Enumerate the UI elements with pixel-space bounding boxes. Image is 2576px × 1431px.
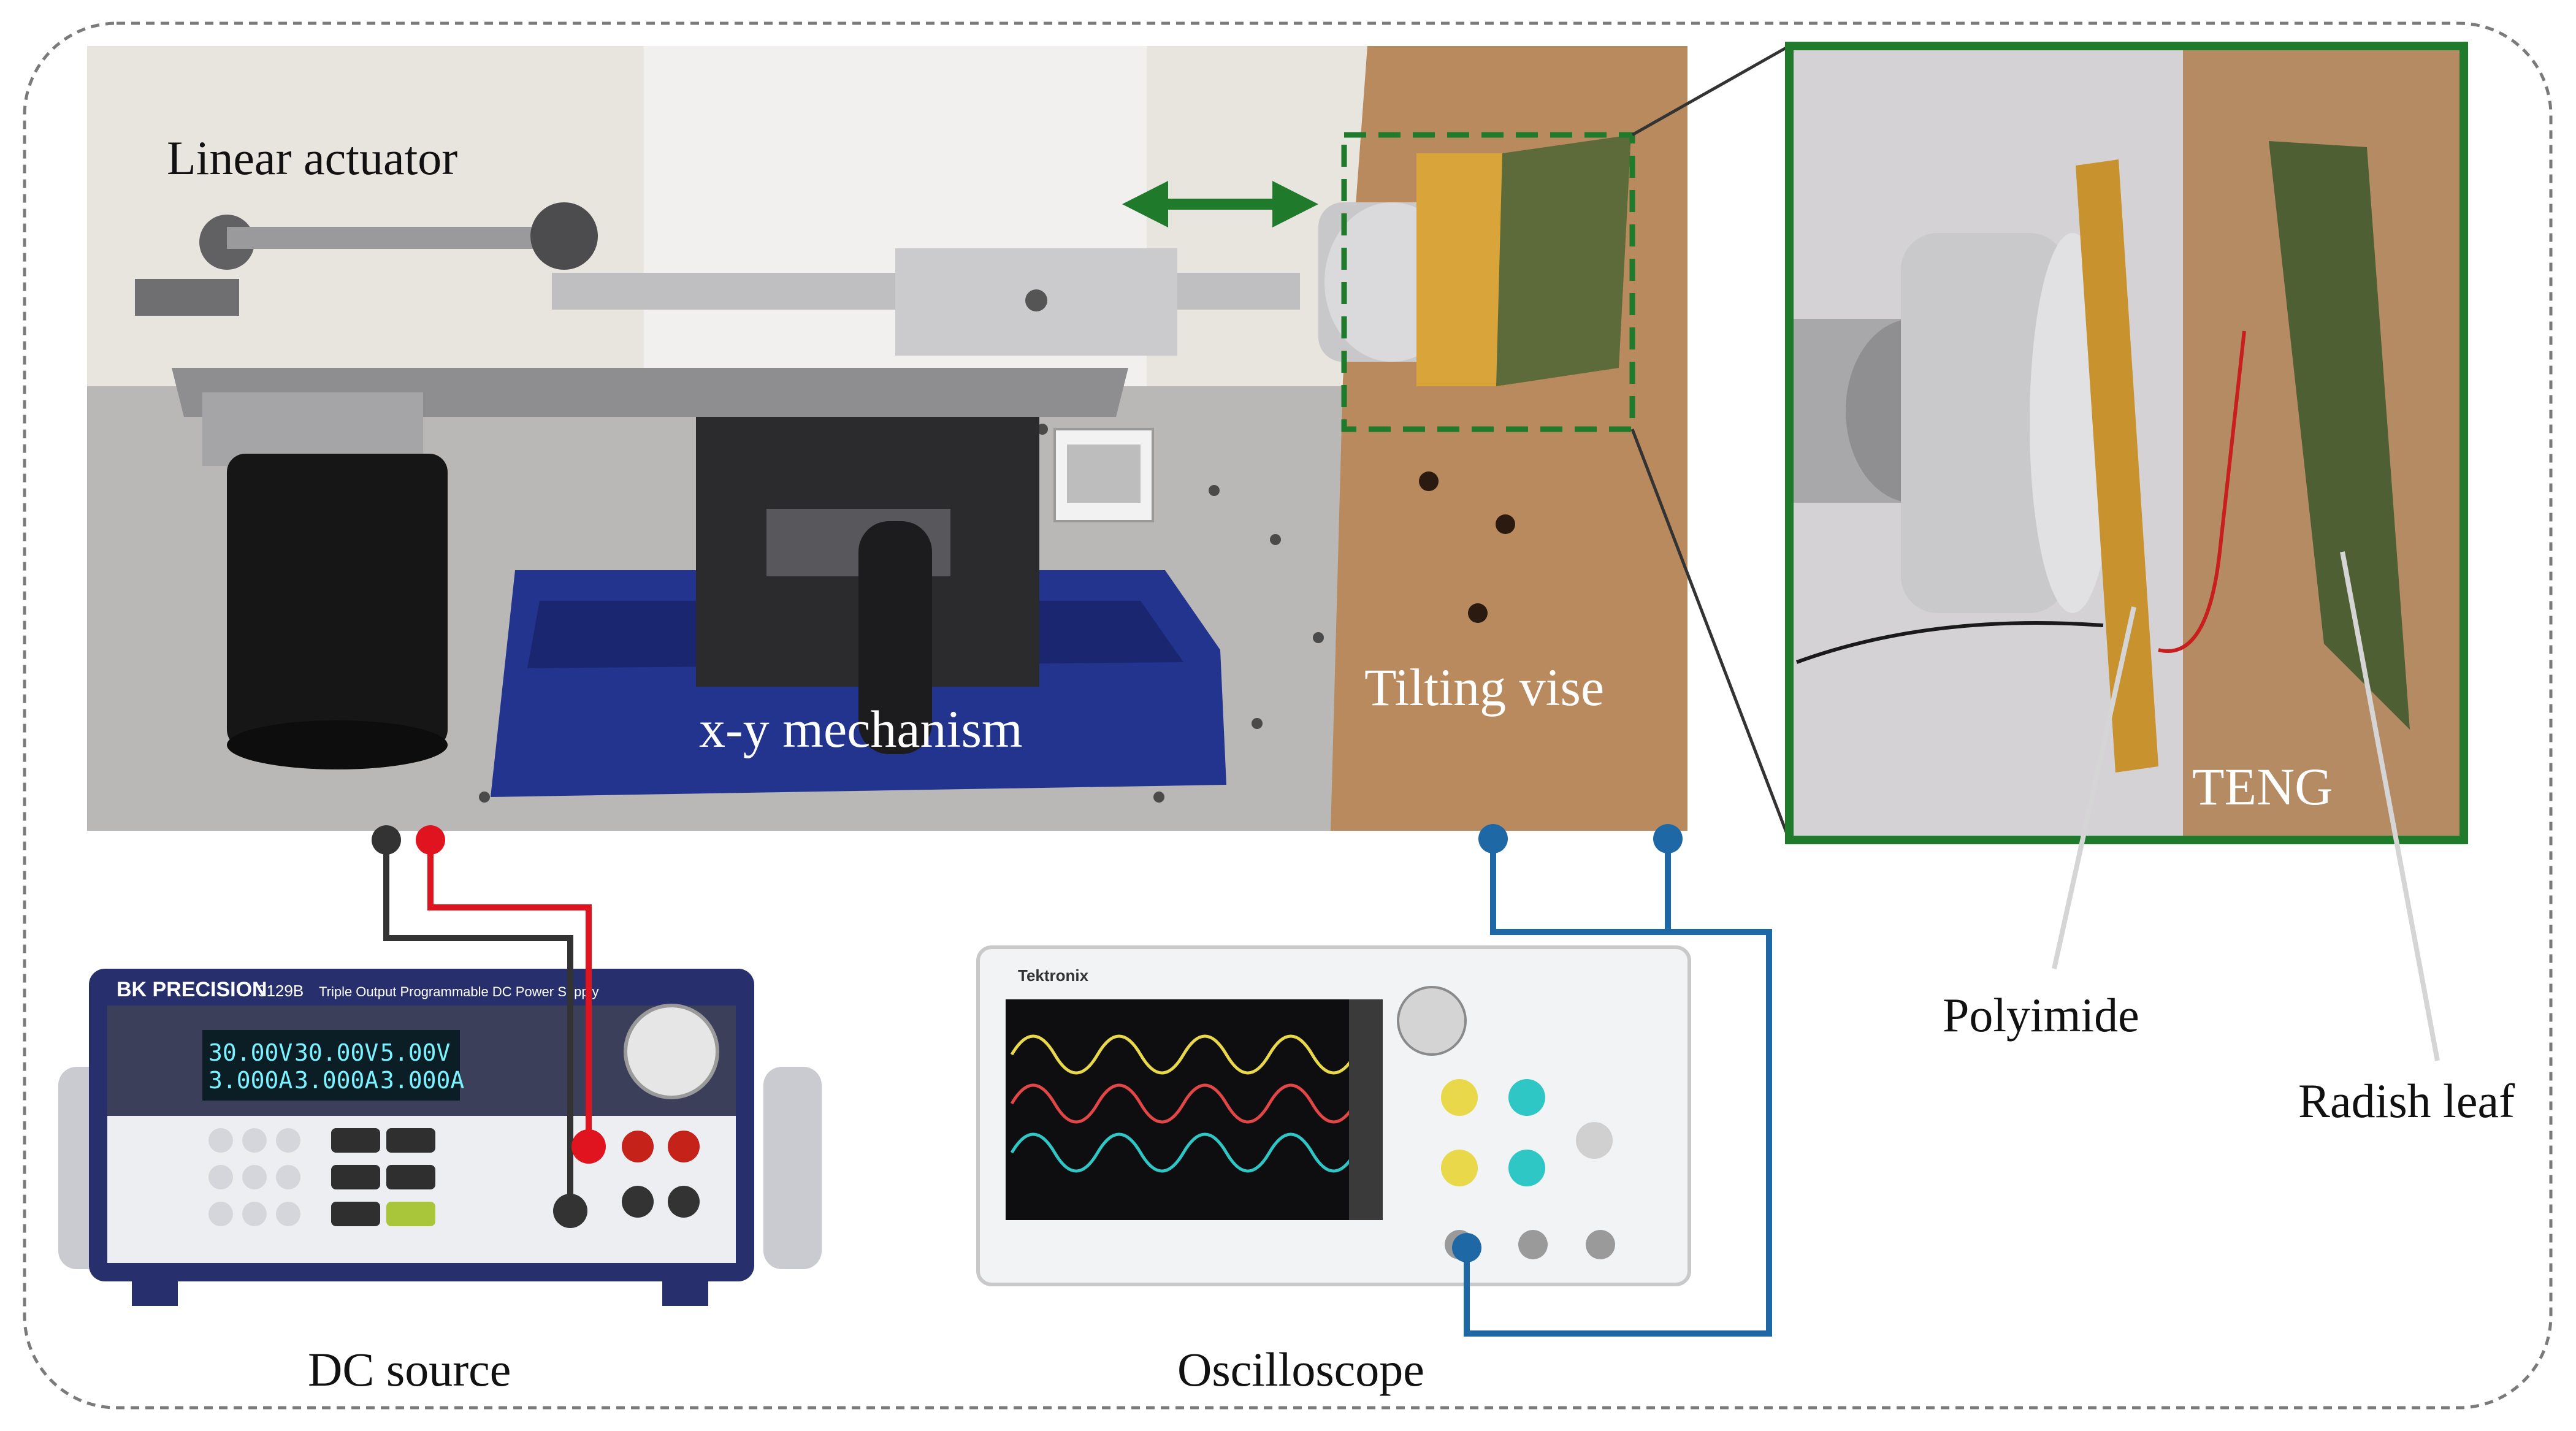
motion-arrow [1122,181,1318,227]
psu-readout-v1: 30.00V [208,1039,292,1066]
psu-readout-v3: 5.00V [380,1039,450,1066]
wire-blue [1452,824,1772,1337]
wire-black [372,825,587,1228]
psu-brand-text: BK PRECISION [117,978,267,1001]
psu-model-text: 9129B [258,982,304,1000]
label-oscilloscope: Oscilloscope [1177,1343,1424,1396]
wire-red [416,825,606,1164]
label-dc-source: DC source [308,1343,511,1396]
label-teng: TENG [2192,757,2333,816]
sample-highlight-box [1341,132,1635,432]
outer-frame [23,21,2553,1410]
label-tilting-vise: Tilting vise [1364,658,1604,717]
main-setup-photo [87,46,1687,831]
psu-description-text: Triple Output Programmable DC Power Supp… [319,984,598,999]
oscilloscope-device [976,945,1691,1286]
psu-readout-a3: 3.000A [380,1067,464,1094]
psu-readout-a2: 3.000A [294,1067,378,1094]
scope-brand-text: Tektronix [1018,966,1089,985]
label-radish-leaf: Radish leaf [2298,1074,2515,1128]
label-xy-mechanism: x-y mechanism [699,700,1023,758]
psu-readout-v2: 30.00V [294,1039,378,1066]
radish-leaf-pointer [2340,551,2440,1061]
label-linear-actuator: Linear actuator [167,131,457,185]
psu-readout-a1: 3.000A [208,1067,292,1094]
label-polyimide: Polyimide [1943,988,2139,1042]
polyimide-pointer [2052,606,2136,969]
dc-power-supply [58,969,822,1306]
zoom-connector-top [1631,44,1791,137]
zoom-connector-bottom [1630,429,1791,841]
psu-display: 30.00V 30.00V 5.00V 3.000A 3.000A 3.000A [208,1039,464,1094]
teng-closeup-photo [1789,46,2464,840]
closeup-frame [1785,42,2468,844]
